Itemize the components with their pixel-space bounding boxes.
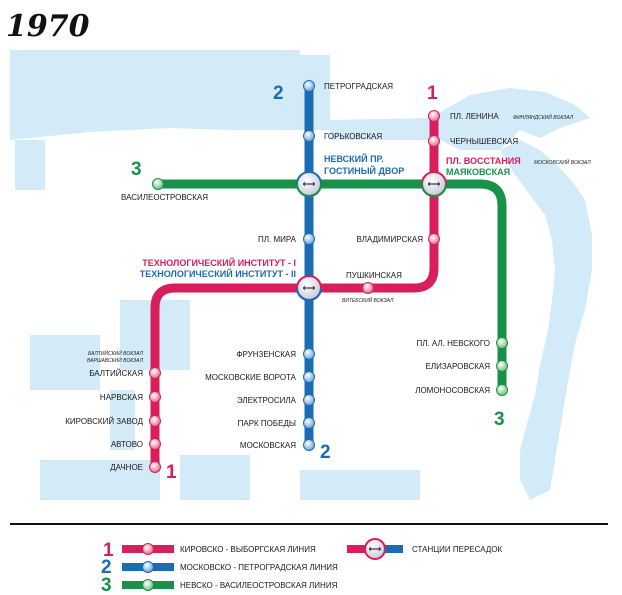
label-chernyshevskaya: ЧЕРНЫШЕВСКАЯ <box>450 137 518 146</box>
label-finlyandsky-vokzal: ФИНЛЯНДСКИЙ ВОКЗАЛ <box>513 113 574 121</box>
label-elektrosila: ЭЛЕКТРОСИЛА <box>237 396 297 405</box>
svg-text:⟷: ⟷ <box>303 179 316 189</box>
label-park-pobedy: ПАРК ПОБЕДЫ <box>238 419 296 428</box>
line-3-number-bottom: 3 <box>494 409 505 430</box>
station-dot-avtovo[interactable] <box>149 438 161 450</box>
label-elizarovskaya: ЕЛИЗАРОВСКАЯ <box>425 362 490 371</box>
label-pl-al-nevskogo: ПЛ. АЛ. НЕВСКОГО <box>416 339 490 348</box>
line-2-number-top: 2 <box>273 83 284 104</box>
label-narvskaya: НАРВСКАЯ <box>100 393 143 402</box>
label-pl-lenina: ПЛ. ЛЕНИНА <box>450 112 499 121</box>
river-water <box>10 50 592 500</box>
legend-red-dot <box>142 543 154 555</box>
legend-red-label: КИРОВСКО - ВЫБОРГСКАЯ ЛИНИЯ <box>180 545 316 554</box>
station-dot-petrogradskaya[interactable] <box>303 80 315 92</box>
label-moskovskie-vorota: МОСКОВСКИЕ ВОРОТА <box>205 373 297 382</box>
legend-transfer-blue <box>381 545 403 553</box>
station-dot-pl-al-nevskogo[interactable] <box>496 337 508 349</box>
label-baltiysky-vokzal: БАЛТИЙСКИЙ ВОКЗАЛ <box>88 349 144 357</box>
label-tech-1: ТЕХНОЛОГИЧЕСКИЙ ИНСТИТУТ - I <box>142 257 296 268</box>
transfer-arrow-icon: ⟷ <box>369 544 382 554</box>
station-dot-elektrosila[interactable] <box>303 394 315 406</box>
station-dot-vasileostrovskaya[interactable] <box>152 178 164 190</box>
transfer-vosstaniya-mayakovskaya[interactable]: ⟷ <box>421 171 447 197</box>
station-dot-ploshchad-mira[interactable] <box>303 233 315 245</box>
label-vitebsky-vokzal: ВИТЕБСКИЙ ВОКЗАЛ <box>342 296 394 304</box>
label-vasileostrovskaya: ВАСИЛЕОСТРОВСКАЯ <box>121 193 208 202</box>
line-3-track <box>158 179 507 390</box>
label-baltiyskaya: БАЛТИЙСКАЯ <box>89 369 143 378</box>
label-varshavsky-vokzal: ВАРШАВСКИЙ ВОКЗАЛ <box>87 356 144 364</box>
legend-transfer-label: СТАНЦИИ ПЕРЕСАДОК <box>412 545 502 554</box>
station-dot-dachnoe[interactable] <box>149 461 161 473</box>
label-nevsky-2: ГОСТИНЫЙ ДВОР <box>324 165 404 176</box>
legend-green-number: 3 <box>101 575 112 595</box>
label-pushkinskaya: ПУШКИНСКАЯ <box>346 271 402 280</box>
svg-text:⟷: ⟷ <box>428 179 441 189</box>
label-pl-vosstaniya: ПЛ. ВОССТАНИЯ <box>446 156 521 166</box>
station-dot-moskovskaya[interactable] <box>303 439 315 451</box>
legend-red-number: 1 <box>103 540 114 561</box>
legend-green-dot <box>142 579 154 591</box>
station-dot-pl-lenina[interactable] <box>428 110 440 122</box>
line-3-number-left: 3 <box>131 159 142 180</box>
legend-blue-label: МОСКОВСКО - ПЕТРОГРАДСКАЯ ЛИНИЯ <box>180 563 338 572</box>
svg-text:⟷: ⟷ <box>303 283 316 293</box>
label-vladimirskaya: ВЛАДИМИРСКАЯ <box>357 235 424 244</box>
station-dot-narvskaya[interactable] <box>149 391 161 403</box>
station-dot-lomonosovskaya[interactable] <box>496 384 508 396</box>
line-1-number-bottom: 1 <box>166 462 177 483</box>
legend: 1 КИРОВСКО - ВЫБОРГСКАЯ ЛИНИЯ 2 МОСКОВСК… <box>101 538 502 595</box>
transfer-nevsky-gostiny[interactable]: ⟷ <box>296 171 322 197</box>
label-avtovo: АВТОВО <box>111 440 143 449</box>
label-tech-2: ТЕХНОЛОГИЧЕСКИЙ ИНСТИТУТ - II <box>140 268 296 279</box>
label-dachnoe: ДАЧНОЕ <box>110 463 143 472</box>
label-petrogradskaya: ПЕТРОГРАДСКАЯ <box>324 82 393 91</box>
transfer-tech-institute[interactable]: ⟷ <box>296 275 322 301</box>
label-moskovskaya: МОСКОВСКАЯ <box>240 441 296 450</box>
label-gorkovskaya: ГОРЬКОВСКАЯ <box>324 132 382 141</box>
station-dot-moskovskie-vorota[interactable] <box>303 371 315 383</box>
station-dot-pushkinskaya[interactable] <box>362 282 374 294</box>
label-frunzenskaya: ФРУНЗЕНСКАЯ <box>236 350 296 359</box>
year-title: 1970 <box>6 9 90 44</box>
legend-transfer-icon <box>364 538 386 560</box>
line-2-number-bottom: 2 <box>320 442 331 463</box>
label-kirovsky-zavod: КИРОВСКИЙ ЗАВОД <box>65 417 143 426</box>
legend-blue-dot <box>142 561 154 573</box>
station-dot-chernyshevskaya[interactable] <box>428 135 440 147</box>
station-dot-frunzenskaya[interactable] <box>303 348 315 360</box>
label-lomonosovskaya: ЛОМОНОСОВСКАЯ <box>415 386 490 395</box>
station-dot-park-pobedy[interactable] <box>303 417 315 429</box>
label-nevsky-1: НЕВСКИЙ ПР. <box>324 153 384 164</box>
legend-transfer-red <box>347 545 369 553</box>
legend-green-label: НЕВСКО - ВАСИЛЕОСТРОВСКАЯ ЛИНИЯ <box>180 581 338 590</box>
label-moskovsky-vokzal: МОСКОВСКИЙ ВОКЗАЛ <box>534 158 591 166</box>
line-1-number-top: 1 <box>427 83 438 104</box>
label-mayakovskaya: МАЯКОВСКАЯ <box>446 167 510 177</box>
label-ploshchad-mira: ПЛ. МИРА <box>258 235 297 244</box>
station-dot-baltiyskaya[interactable] <box>149 367 161 379</box>
line-1-track <box>150 116 439 467</box>
station-dot-vladimirskaya[interactable] <box>428 233 440 245</box>
station-dot-kirovsky-zavod[interactable] <box>149 415 161 427</box>
legend-blue-number: 2 <box>101 557 112 578</box>
station-dot-gorkovskaya[interactable] <box>303 130 315 142</box>
station-dot-elizarovskaya[interactable] <box>496 360 508 372</box>
